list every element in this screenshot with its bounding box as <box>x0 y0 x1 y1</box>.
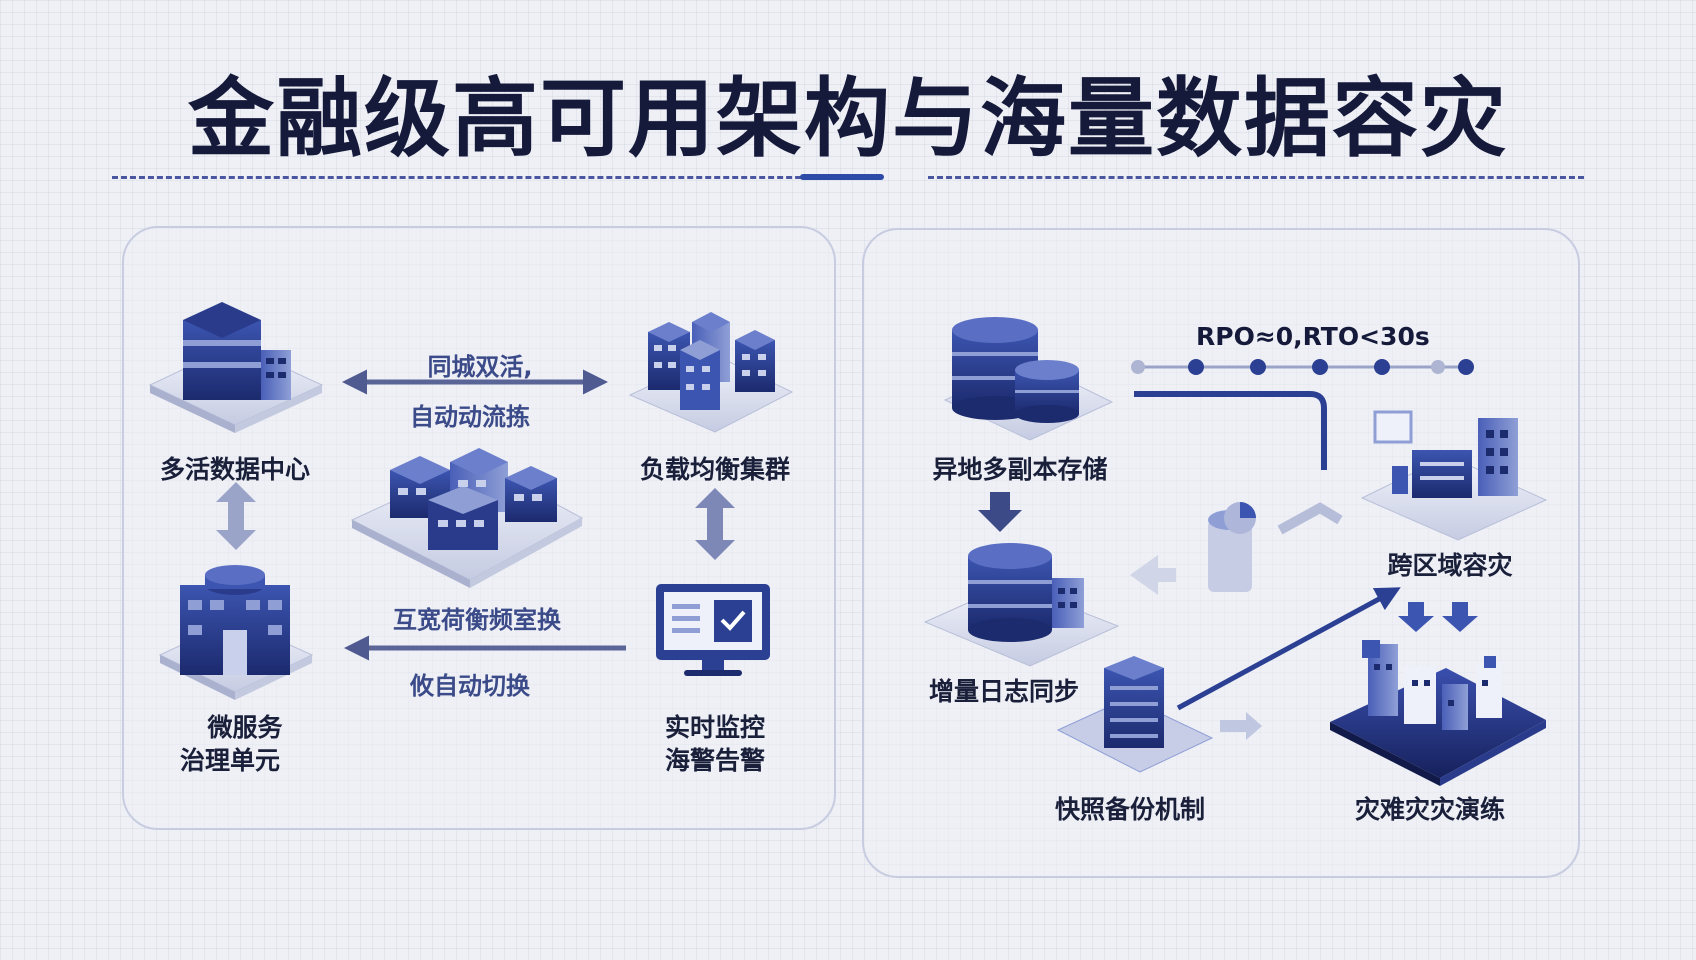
page-title: 金融级高可用架构与海量数据容灾 <box>188 69 1508 169</box>
monitor-icon <box>656 584 770 676</box>
datacenter-label: 多活数据中心 <box>159 455 310 484</box>
storage-to-cross-connector <box>1134 391 1327 470</box>
microservice-icon <box>158 565 314 700</box>
vertical-arrow-left <box>216 482 256 550</box>
snapshot-icon <box>1056 656 1214 773</box>
microservice-label-line1: 微服务 <box>207 713 283 742</box>
storage-icon <box>943 317 1114 441</box>
snapshot-side-arrow <box>1220 712 1262 740</box>
drill-icon <box>1330 640 1546 786</box>
snapshot-to-cross-arrow <box>1176 587 1401 711</box>
center-cluster-icon <box>350 448 584 588</box>
metric-timeline <box>1131 359 1474 375</box>
down-arrow-storage <box>978 492 1022 532</box>
down-arrow-cross <box>1398 602 1478 632</box>
failover-label-line2: 攸自动切换 <box>410 672 530 700</box>
divider-accent <box>800 174 884 180</box>
failover-label-line1: 互宽荷衡频室换 <box>393 606 561 634</box>
cross-region-icon <box>1360 410 1548 541</box>
storage-label: 异地多副本存储 <box>932 455 1108 484</box>
sync-stream <box>1130 502 1343 595</box>
divider-right <box>928 176 1584 179</box>
cross-region-label: 跨区域容灾 <box>1387 551 1513 580</box>
monitor-label-line1: 实时监控 <box>664 713 765 742</box>
microservice-label-line2: 治理单元 <box>179 746 280 775</box>
drill-label: 灾难灾灾演练 <box>1354 795 1505 824</box>
divider-left <box>112 176 882 179</box>
snapshot-label: 快照备份机制 <box>1054 795 1205 824</box>
incremental-label: 增量日志同步 <box>928 677 1079 706</box>
active-active-label-line2: 自动动流拣 <box>410 403 530 431</box>
load-balancer-label: 负载均衡集群 <box>639 455 790 484</box>
left-flow-arrows <box>342 369 626 661</box>
rpo-rto-metric: RPO≈0,RTO<30s <box>1196 322 1430 351</box>
datacenter-icon <box>148 302 324 433</box>
active-active-label-line1: 同城双活, <box>427 353 533 381</box>
vertical-arrow-right <box>695 488 735 560</box>
cluster-icon <box>628 312 794 433</box>
incremental-icon <box>923 543 1120 667</box>
monitor-label-line2: 海警告警 <box>664 746 765 775</box>
